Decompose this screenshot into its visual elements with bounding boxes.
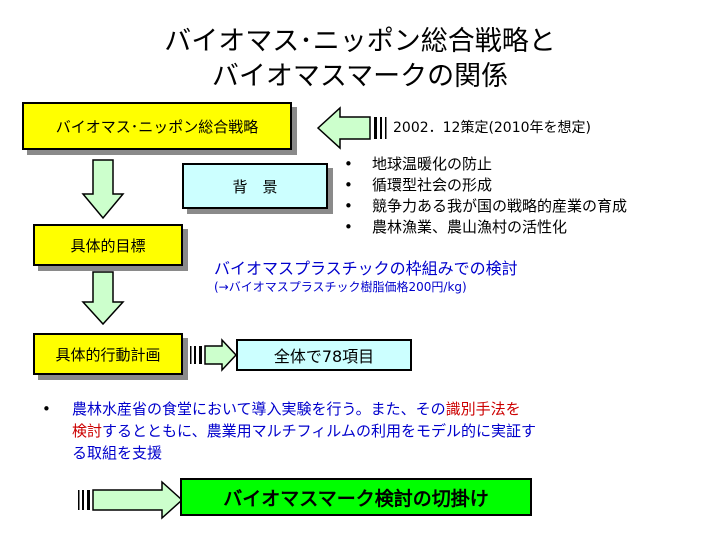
trigger-box: バイオマスマーク検討の切掛け [180,478,532,516]
background-points-list: 地球温暖化の防止 循環型社会の形成 競争力ある我が国の戦略的産業の育成 農林漁業… [342,154,627,238]
target-box: 具体的目標 [33,224,183,266]
trigger-label: バイオマスマーク検討の切掛け [223,487,489,510]
list-item: 農林漁業、農山漁村の活性化 [342,217,627,238]
background-label: 背 景 [232,177,278,196]
support-bullet: • [42,400,51,418]
target-label: 具体的目標 [70,236,146,255]
support-highlight-2: 検討 [72,422,103,440]
title-line-1: バイオマス･ニッポン総合戦略と [164,26,556,57]
plastic-study-note: (→バイオマスプラスチック樹脂価格200円/kg) [214,280,467,294]
down-arrow-icon-1 [81,159,125,220]
strategy-box: バイオマス･ニッポン総合戦略 [22,102,292,150]
title-line-2: バイオマスマークの関係 [211,61,509,92]
plastic-study-heading: バイオマスプラスチックの枠組みでの検討 [214,259,518,278]
support-paragraph: 農林水産省の食堂において導入実験を行う。また、その識別手法を 検討するとともに、… [72,398,712,464]
list-item: 地球温暖化の防止 [342,154,627,175]
items-box: 全体で78項目 [236,339,412,371]
strategy-note: 2002．12策定(2010年を想定) [393,120,591,136]
list-item: 循環型社会の形成 [342,175,627,196]
support-highlight-1: 識別手法を [445,400,521,418]
support-text-3: る取組を支援 [72,444,163,462]
items-label: 全体で78項目 [273,347,375,366]
action-plan-label: 具体的行動計画 [55,345,161,364]
strategy-label: バイオマス･ニッポン総合戦略 [55,117,259,136]
bottom-right-arrow-icon [78,480,184,520]
down-arrow-icon-2 [81,271,125,326]
right-block-arrow-icon [190,338,238,372]
support-text-2: するとともに、農業用マルチフィルムの利用をモデル的に実証す [102,422,536,440]
list-item: 競争力ある我が国の戦略的産業の育成 [342,196,627,217]
left-block-arrow-icon [316,106,387,150]
support-text-1: 農林水産省の食堂において導入実験を行う。また、その [72,400,446,418]
action-plan-box: 具体的行動計画 [33,333,183,375]
background-box: 背 景 [182,163,328,209]
